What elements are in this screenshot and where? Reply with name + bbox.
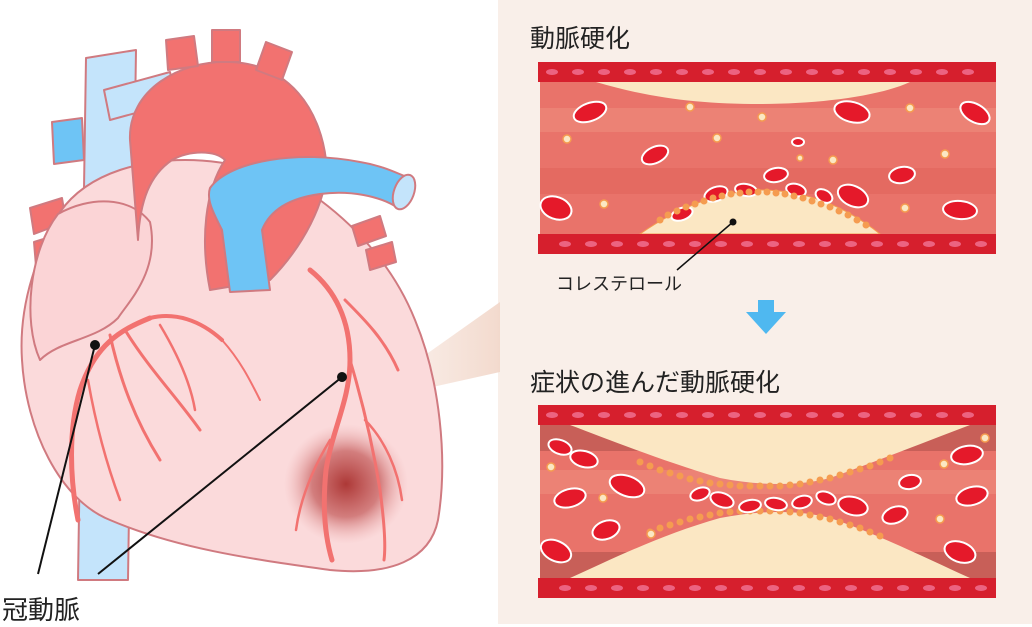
cholesterol-beads-bottom (636, 454, 894, 540)
coronary-artery-label: 冠動脈 (2, 596, 81, 626)
pulmonary-artery (208, 156, 411, 293)
cholesterol-pointer (676, 221, 734, 271)
pointer-lines (37, 344, 343, 575)
pointer-dot-right (337, 372, 347, 382)
cholesterol-label: コレステロール (556, 274, 682, 295)
pointer-dot-left (90, 340, 100, 350)
coronary-arteries (69, 267, 404, 563)
infarct-area (284, 424, 408, 544)
heart-illustration (20, 29, 444, 581)
vessel-top (538, 62, 996, 254)
advanced-atherosclerosis-title: 症状の進んだ動脈硬化 (530, 368, 781, 397)
atherosclerosis-title: 動脈硬化 (530, 24, 631, 53)
cholesterol-beads-top (656, 188, 870, 229)
vessel-bottom (538, 405, 996, 598)
down-arrow-icon (746, 300, 786, 334)
